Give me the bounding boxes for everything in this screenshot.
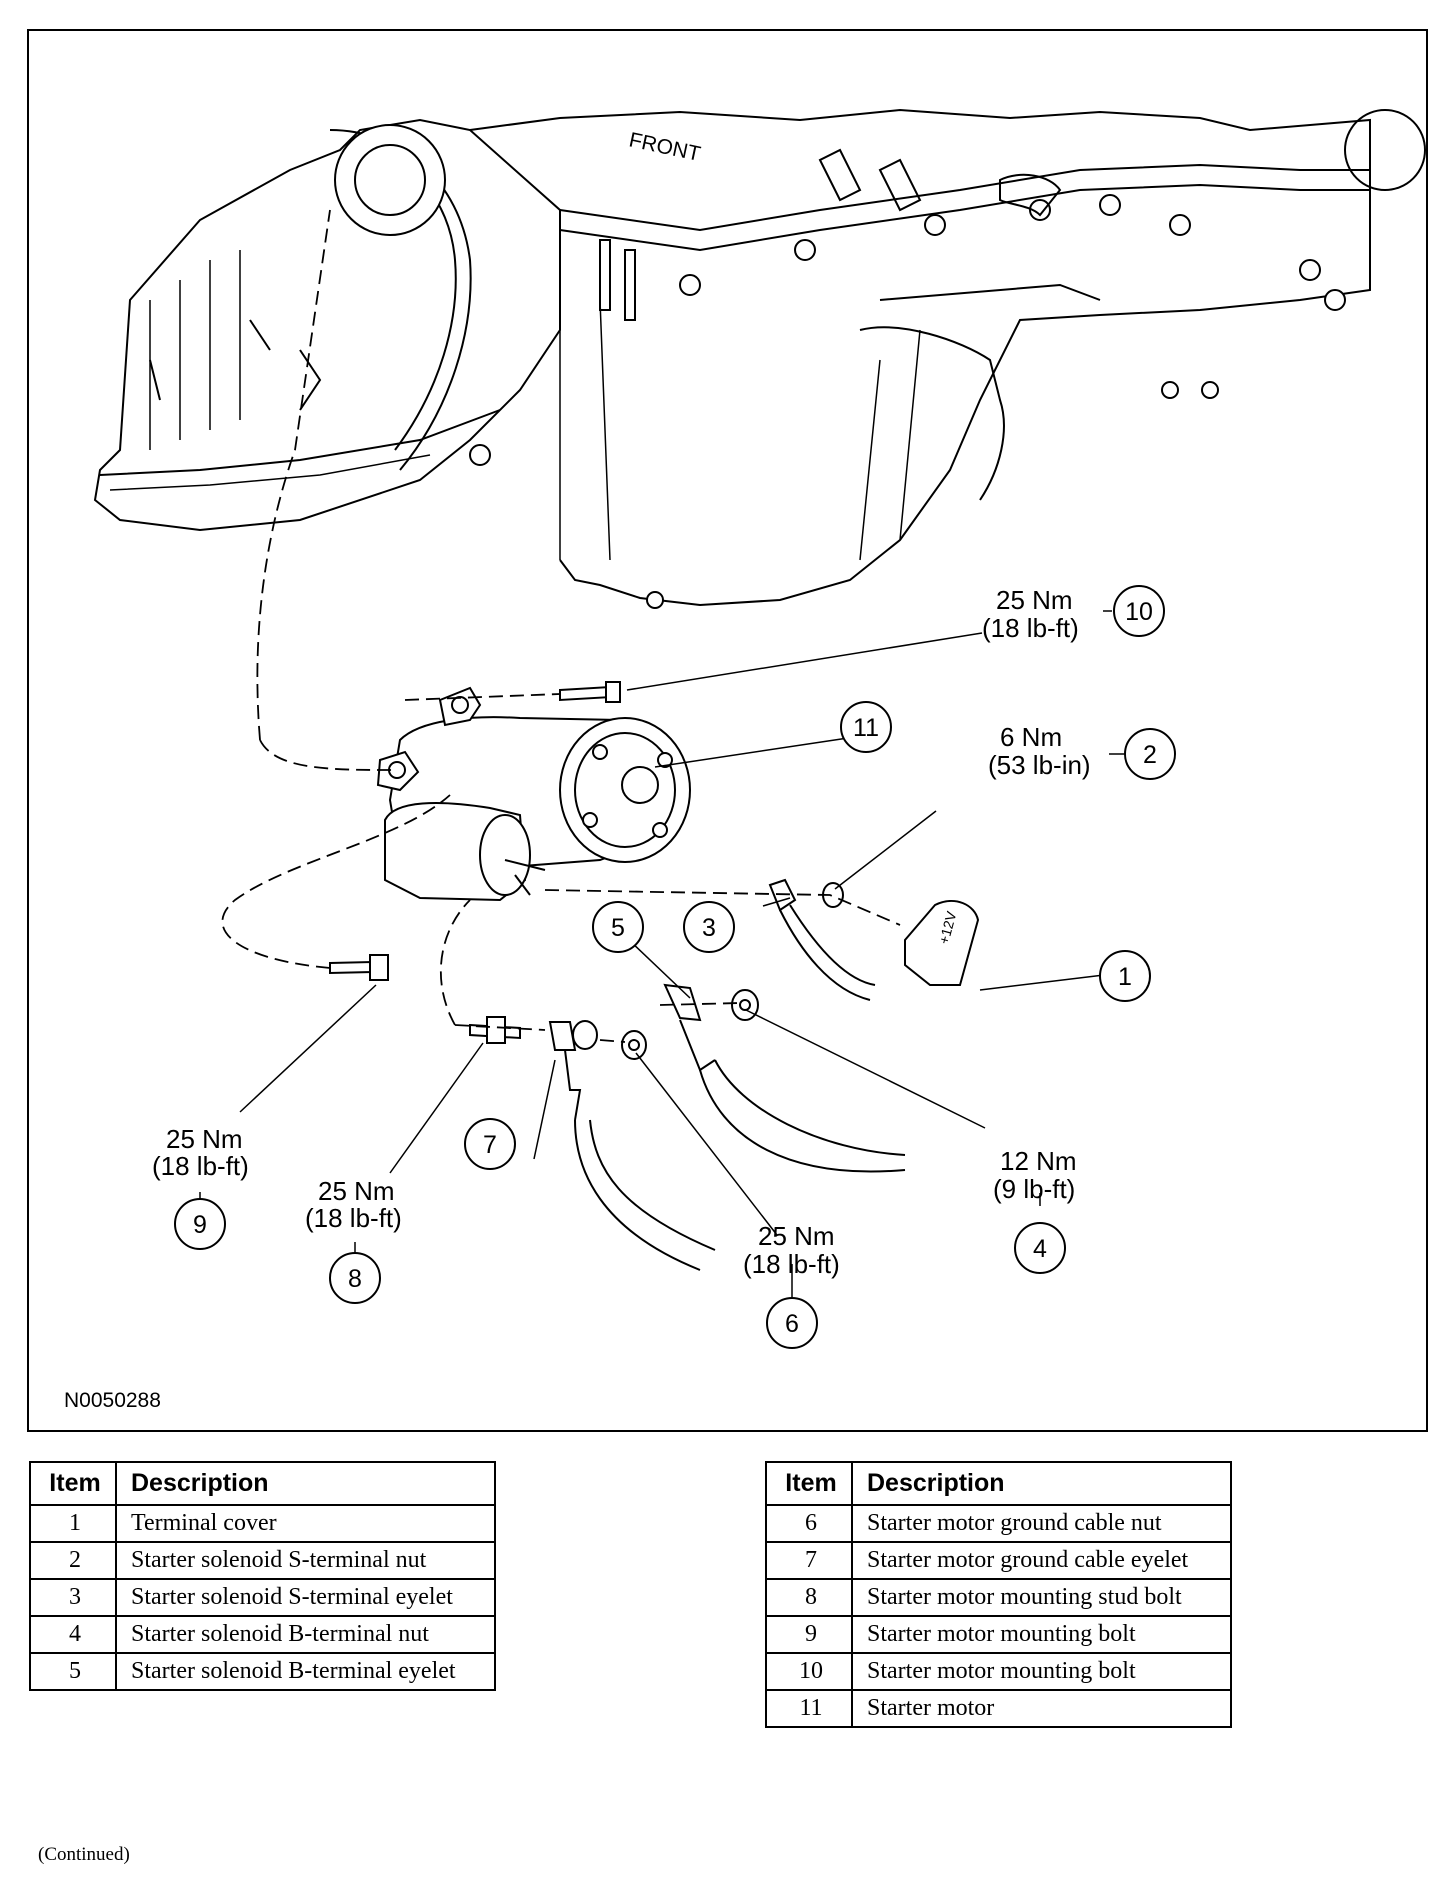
item-number: 1 [29,1504,117,1543]
table-header-row: Item Description [765,1461,1232,1506]
svg-text:7: 7 [483,1131,497,1159]
item-number: 11 [765,1689,853,1728]
torque-spec-6: 25 Nm (18 lb-ft) [743,1221,840,1279]
item-description: Starter motor mounting bolt [851,1615,1232,1654]
header-item: Item [29,1461,117,1506]
item-number: 10 [765,1652,853,1691]
item-description: Starter solenoid S-terminal nut [115,1541,496,1580]
item-number: 7 [765,1541,853,1580]
item-number: 2 [29,1541,117,1580]
item-description: Terminal cover [115,1504,496,1543]
assembly-lines [221,209,901,1043]
svg-text:6: 6 [785,1310,799,1338]
callout-9: 9 [174,1198,226,1250]
callout-2: 2 [1124,728,1176,780]
item-description: Starter solenoid B-terminal eyelet [115,1652,496,1691]
callout-1: 1 [1099,950,1151,1002]
figure-reference-id: N0050288 [64,1389,161,1412]
svg-text:25 Nm: 25 Nm [166,1124,243,1154]
svg-text:25 Nm: 25 Nm [318,1176,395,1206]
callout-6: 6 [766,1297,818,1349]
svg-text:5: 5 [611,914,625,942]
continued-note: (Continued) [38,1844,130,1865]
svg-text:10: 10 [1125,598,1153,626]
svg-text:9: 9 [193,1211,207,1239]
item-description: Starter motor [851,1689,1232,1728]
header-description: Description [851,1461,1232,1506]
callout-5: 5 [592,901,644,953]
starter-motor-artwork [376,686,691,902]
svg-text:1: 1 [1118,963,1132,991]
item-number: 6 [765,1504,853,1543]
callout-7: 7 [464,1118,516,1170]
svg-text:11: 11 [853,714,879,742]
item-number: 5 [29,1652,117,1691]
callout-4: 4 [1014,1222,1066,1274]
item-description: Starter solenoid B-terminal nut [115,1615,496,1654]
svg-text:4: 4 [1033,1235,1047,1263]
svg-text:6 Nm: 6 Nm [1000,722,1062,752]
svg-text:3: 3 [702,914,716,942]
leader-lines [199,610,1126,1298]
fasteners-and-cables: +12V [329,681,980,1271]
torque-spec-9: 25 Nm (18 lb-ft) [152,1124,249,1181]
table-header-row: Item Description [29,1461,496,1506]
svg-text:(18 lb-ft): (18 lb-ft) [743,1249,840,1279]
figure-frame [27,29,1428,1432]
torque-spec-4: 12 Nm (9 lb-ft) [993,1146,1077,1204]
svg-text:(53 lb-in): (53 lb-in) [988,750,1091,780]
engine-oil-pan-artwork: FRONT [93,108,1426,609]
torque-spec-10: 25 Nm (18 lb-ft) [982,585,1079,643]
torque-spec-2: 6 Nm (53 lb-in) [988,722,1091,780]
svg-text:2: 2 [1143,741,1157,769]
callout-10: 10 [1113,585,1165,637]
header-description: Description [115,1461,496,1506]
item-number: 3 [29,1578,117,1617]
torque-spec-8: 25 Nm (18 lb-ft) [305,1176,402,1233]
callout-3: 3 [683,901,735,953]
item-number: 4 [29,1615,117,1654]
svg-text:(9 lb-ft): (9 lb-ft) [993,1174,1075,1204]
item-description: Starter motor ground cable eyelet [851,1541,1232,1580]
starter-motor-exploded-diagram: FRONT [64,108,1426,1412]
item-number: 9 [765,1615,853,1654]
svg-text:(18 lb-ft): (18 lb-ft) [305,1203,402,1233]
item-description: Starter motor mounting bolt [851,1652,1232,1691]
svg-text:25 Nm: 25 Nm [758,1221,835,1251]
svg-text:(18 lb-ft): (18 lb-ft) [152,1151,249,1181]
pan-bolts [469,194,1346,609]
engine-front-marking: FRONT [627,128,703,166]
item-number: 8 [765,1578,853,1617]
item-description: Starter solenoid S-terminal eyelet [115,1578,496,1617]
item-description: Starter motor mounting stud bolt [851,1578,1232,1617]
svg-text:(18 lb-ft): (18 lb-ft) [982,613,1079,643]
svg-text:8: 8 [348,1265,362,1293]
svg-text:12 Nm: 12 Nm [1000,1146,1077,1176]
callout-8: 8 [329,1252,381,1304]
header-item: Item [765,1461,853,1506]
item-description: Starter motor ground cable nut [851,1504,1232,1543]
svg-text:25 Nm: 25 Nm [996,585,1073,615]
callout-11: 11 [840,701,892,753]
